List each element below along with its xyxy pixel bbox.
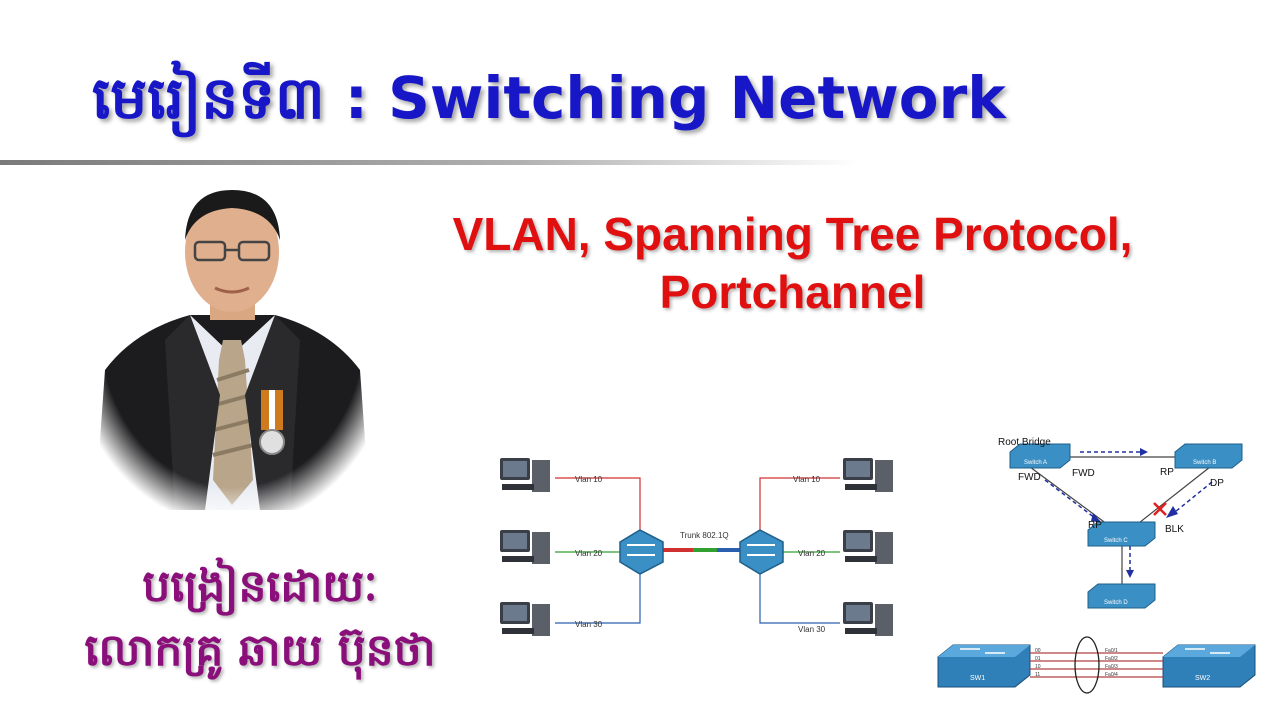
- title-divider: [0, 160, 860, 165]
- link-label: 00: [1035, 648, 1041, 654]
- port-label: Fa0/1: [1105, 648, 1118, 654]
- svg-text:Switch D: Switch D: [1104, 600, 1128, 606]
- pc-icon: [843, 602, 893, 636]
- vlan-label-left-2: Vlan 20: [575, 549, 603, 558]
- svg-text:SW2: SW2: [1195, 675, 1210, 682]
- switch-icon: [619, 529, 664, 575]
- subtitle-line-1: VLAN, Spanning Tree Protocol,: [452, 208, 1133, 260]
- switch-sw1: SW1: [937, 644, 1031, 688]
- subtitle-line-2: Portchannel: [659, 266, 926, 318]
- vlan-trunk-diagram: Vlan 10 Vlan 20 Vlan 30 Vlan 10 Vlan 20 …: [500, 458, 893, 636]
- etherchannel-bundle-icon: [1074, 636, 1100, 694]
- port-label: Fa0/4: [1105, 672, 1118, 678]
- pc-icon: [500, 530, 550, 564]
- switch-a: Switch A: [1009, 443, 1071, 469]
- vlan-label-right-1: Vlan 10: [793, 475, 821, 484]
- fwd-label-top: FWD: [1072, 468, 1095, 479]
- svg-text:Switch A: Switch A: [1024, 460, 1047, 466]
- port-label: Fa0/3: [1105, 664, 1118, 670]
- instructor-credit: បង្រៀនដោយៈ លោកគ្រូ ឆាយ ប៊ុនថា: [40, 555, 480, 683]
- blocked-port-icon: [1153, 502, 1167, 516]
- switch-icon: [739, 529, 784, 575]
- port-label: Fa0/2: [1105, 656, 1118, 662]
- root-bridge-label: Root Bridge: [998, 437, 1051, 448]
- pc-icon: [843, 458, 893, 492]
- vlan-label-right-3: Vlan 30: [798, 625, 826, 634]
- link-label: 10: [1035, 664, 1041, 670]
- switch-sw2: SW2: [1162, 644, 1256, 688]
- vlan-label-left-3: Vlan 30: [575, 620, 603, 629]
- pc-icon: [500, 458, 550, 492]
- fwd-label-left: FWD: [1018, 472, 1041, 483]
- rp-label-c: RP: [1088, 520, 1102, 531]
- dp-label: DP: [1210, 478, 1224, 489]
- rp-label-b: RP: [1160, 467, 1174, 478]
- trunk-label: Trunk 802.1Q: [680, 531, 729, 540]
- svg-text:SW1: SW1: [970, 675, 985, 682]
- switch-c: Switch C: [1087, 521, 1156, 547]
- instructor-name: លោកគ្រូ ឆាយ ប៊ុនថា: [84, 625, 436, 676]
- svg-text:Switch C: Switch C: [1104, 538, 1128, 544]
- pc-icon: [843, 530, 893, 564]
- spanning-tree-diagram: Switch A Switch B Switch C Switch D Root…: [998, 437, 1243, 609]
- link-label: 01: [1035, 656, 1041, 662]
- link-label: 11: [1035, 672, 1040, 678]
- instructor-label: បង្រៀនដោយៈ: [142, 561, 378, 612]
- blk-label: BLK: [1165, 524, 1184, 535]
- vlan-label-right-2: Vlan 20: [798, 549, 826, 558]
- switch-b: Switch B: [1174, 443, 1243, 469]
- page-title: មេរៀនទី៣ : Switching Network: [92, 64, 1006, 132]
- vlan-label-left-1: Vlan 10: [575, 475, 603, 484]
- topic-subtitle: VLAN, Spanning Tree Protocol, Portchanne…: [300, 205, 1280, 321]
- pc-icon: [500, 602, 550, 636]
- portchannel-diagram: SW1 SW2 00 01 10 11 Fa0/1 Fa0/2 Fa0/3 Fa…: [937, 636, 1256, 694]
- switch-d: Switch D: [1087, 583, 1156, 609]
- instructor-photo: [95, 180, 370, 510]
- svg-text:Switch B: Switch B: [1193, 460, 1216, 466]
